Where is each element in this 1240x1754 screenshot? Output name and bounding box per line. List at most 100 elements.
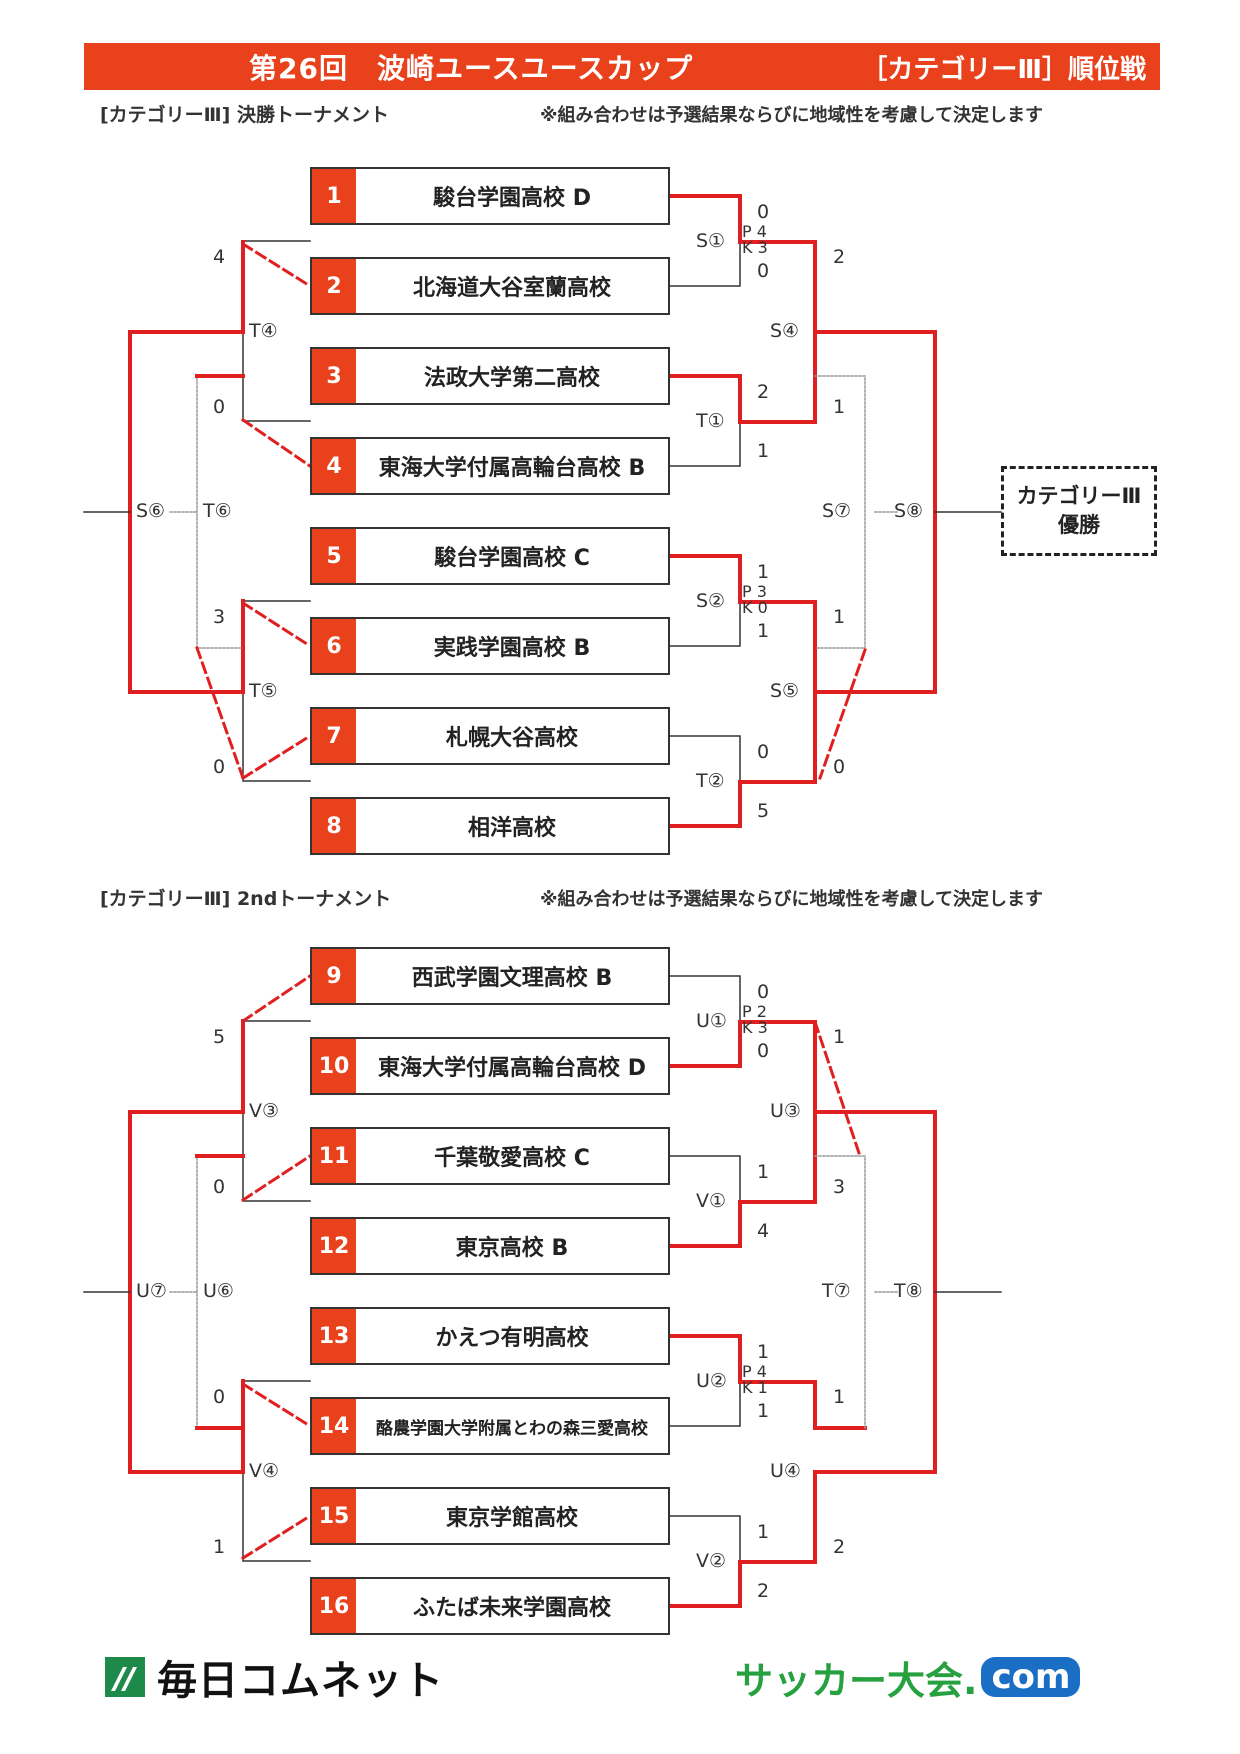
seed-number: 6 bbox=[312, 619, 356, 673]
team-name: 東海大学付属高輪台高校 D bbox=[378, 1056, 646, 1081]
score-s1-bot: 0 bbox=[757, 260, 770, 282]
team-name: 相洋高校 bbox=[467, 816, 556, 841]
line-t6 bbox=[196, 375, 244, 649]
line-team11-v3 bbox=[242, 1111, 311, 1202]
champion-label: 優勝 bbox=[1058, 513, 1100, 537]
score-s5-top: 1 bbox=[833, 606, 846, 628]
score-t1-top: 2 bbox=[757, 381, 770, 403]
line-team4-t1 bbox=[669, 421, 741, 467]
section-title-final: [カテゴリーⅢ] 決勝トーナメント bbox=[100, 104, 389, 126]
soccer-taikai-logo-text: サッカー大会. bbox=[735, 1658, 978, 1703]
score-u3-top: 1 bbox=[833, 1026, 846, 1048]
match-label-s4: S④ bbox=[770, 320, 800, 342]
line-t6-red-diag bbox=[195, 646, 245, 780]
line-v2-u4 bbox=[738, 1470, 817, 1564]
line-s1-s4 bbox=[738, 240, 817, 334]
line-t2-s5 bbox=[738, 690, 817, 784]
team-box-10: 10 東海大学付属高輪台高校 D bbox=[310, 1037, 670, 1095]
line-team8-t5 bbox=[242, 691, 311, 782]
line-s5-s8 bbox=[813, 510, 937, 694]
champion-box: カテゴリーⅢ 優勝 bbox=[1001, 466, 1157, 556]
line-v4-red-bot bbox=[240, 1513, 313, 1561]
score-u2-top: 1 bbox=[757, 1341, 770, 1363]
line-u2-u4 bbox=[738, 1380, 867, 1430]
line-team2-s1 bbox=[669, 241, 741, 287]
line-t7 bbox=[814, 1155, 866, 1429]
score-u1-bot: 0 bbox=[757, 1040, 770, 1062]
match-label-t6: T⑥ bbox=[203, 500, 232, 522]
match-label-u3: U③ bbox=[770, 1100, 801, 1122]
seed-number: 1 bbox=[312, 169, 356, 223]
score-s1-top: 0 bbox=[757, 201, 770, 223]
line-team6-t5 bbox=[242, 600, 311, 693]
line-s4-s8 bbox=[813, 330, 937, 514]
score-s4-top: 2 bbox=[833, 246, 846, 268]
line-team15-v2 bbox=[669, 1515, 741, 1563]
score-t5-bot: 0 bbox=[213, 756, 226, 778]
line-v3-win bbox=[128, 1019, 245, 1474]
page-title: 第26回 波崎ユースユースカップ bbox=[249, 52, 694, 85]
line-team16-v4 bbox=[242, 1471, 311, 1562]
line-team9-v3 bbox=[242, 1020, 311, 1113]
line-u3-t8 bbox=[813, 1110, 937, 1294]
match-label-s1: S① bbox=[696, 230, 726, 252]
header-banner: 第26回 波崎ユースユースカップ ［カテゴリーⅢ］順位戦 bbox=[84, 43, 1160, 90]
section-note-final: ※組み合わせは予選結果ならびに地域性を考慮して決定します bbox=[540, 105, 1043, 126]
score-s2-top: 1 bbox=[757, 561, 770, 583]
line-u4-t8 bbox=[813, 1290, 937, 1474]
score-u2-bot: 1 bbox=[757, 1400, 770, 1422]
line-team14-v4 bbox=[242, 1380, 311, 1473]
seed-number: 15 bbox=[312, 1489, 356, 1543]
seed-number: 10 bbox=[312, 1039, 356, 1093]
team-name: 駿台学園高校 C bbox=[434, 546, 590, 571]
score-t2-bot: 5 bbox=[757, 800, 770, 822]
line-team2-t4 bbox=[242, 240, 311, 333]
score-u2-pk: P 4 bbox=[742, 1362, 767, 1381]
match-label-s7: S⑦ bbox=[822, 500, 852, 522]
line-t4-win bbox=[128, 240, 245, 694]
line-team16-v2 bbox=[668, 1560, 742, 1608]
score-v3-top: 5 bbox=[213, 1026, 226, 1048]
seed-number: 14 bbox=[312, 1399, 356, 1453]
score-v4-bot: 1 bbox=[213, 1536, 226, 1558]
seed-number: 5 bbox=[312, 529, 356, 583]
match-label-v1: V① bbox=[696, 1190, 727, 1212]
section-note-2nd: ※組み合わせは予選結果ならびに地域性を考慮して決定します bbox=[540, 889, 1043, 910]
team-name: 札幌大谷高校 bbox=[445, 726, 578, 751]
team-name: かえつ有明高校 bbox=[435, 1326, 589, 1351]
line-team11-v1 bbox=[669, 1155, 741, 1203]
score-u1-pk2: K 3 bbox=[742, 1018, 768, 1037]
match-label-v4: V④ bbox=[249, 1460, 280, 1482]
line-team8-t2 bbox=[668, 780, 742, 828]
line-t1-s4 bbox=[738, 330, 817, 424]
score-u1-pk: P 2 bbox=[742, 1002, 767, 1021]
score-t5-top: 3 bbox=[213, 606, 226, 628]
seed-number: 8 bbox=[312, 799, 356, 853]
team-name: 酪農学園大学附属とわの森三愛高校 bbox=[376, 1418, 648, 1439]
team-box-5: 5 駿台学園高校 C bbox=[310, 527, 670, 585]
comnet-mark-icon bbox=[105, 1657, 145, 1697]
team-name: 法政大学第二高校 bbox=[423, 366, 600, 391]
seed-number: 4 bbox=[312, 439, 356, 493]
score-t1-bot: 1 bbox=[757, 440, 770, 462]
match-label-t4: T④ bbox=[249, 320, 278, 342]
seed-number: 2 bbox=[312, 259, 356, 313]
line-team5-s2 bbox=[668, 554, 742, 604]
line-s2-s5 bbox=[738, 600, 817, 694]
team-name: 駿台学園高校 D bbox=[433, 186, 591, 211]
seed-number: 11 bbox=[312, 1129, 356, 1183]
team-name: 東京学館高校 bbox=[445, 1506, 578, 1531]
score-s1-pk2: K 3 bbox=[742, 238, 768, 257]
line-team10-u1 bbox=[668, 1020, 742, 1068]
score-u4-bot: 2 bbox=[833, 1536, 846, 1558]
score-v4-top: 0 bbox=[213, 1386, 226, 1408]
score-u1-top: 0 bbox=[757, 981, 770, 1003]
score-s2-bot: 1 bbox=[757, 620, 770, 642]
match-label-u7: U⑦ bbox=[136, 1280, 167, 1302]
